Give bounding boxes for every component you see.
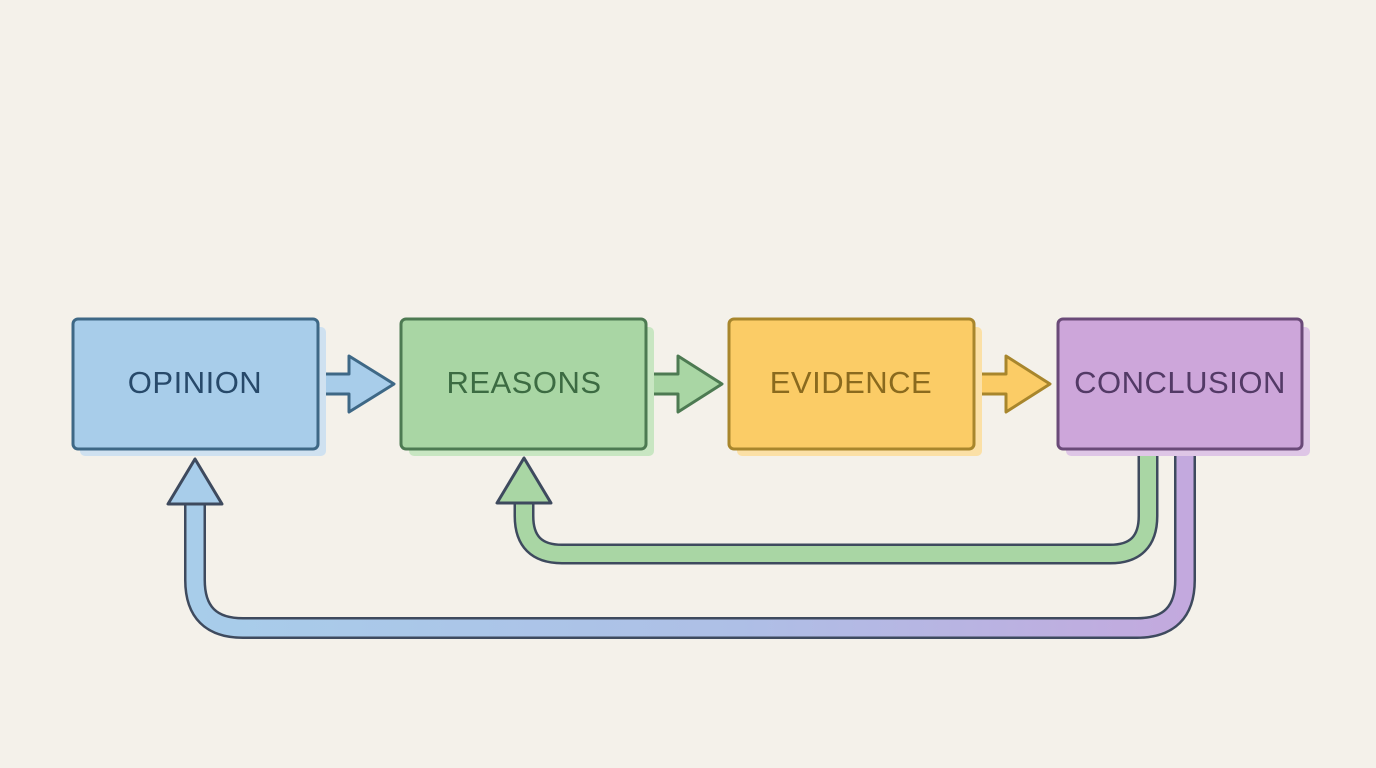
arrow-opinion-to-reasons [316, 354, 396, 414]
node-evidence: EVIDENCE [727, 317, 982, 456]
node-conclusion: CONCLUSION [1056, 317, 1310, 456]
node-label-opinion: OPINION [128, 365, 262, 400]
feedback-arrow-conclusion-to-opinion [166, 452, 1196, 639]
node-label-reasons: REASONS [446, 365, 601, 400]
node-label-conclusion: CONCLUSION [1074, 365, 1286, 400]
node-opinion: OPINION [71, 317, 326, 456]
arrow-reasons-to-evidence [644, 354, 724, 414]
arrow-evidence-to-conclusion [972, 354, 1052, 414]
node-label-evidence: EVIDENCE [770, 365, 932, 400]
feedback-arrow-conclusion-to-reasons [495, 452, 1159, 565]
node-reasons: REASONS [399, 317, 654, 456]
